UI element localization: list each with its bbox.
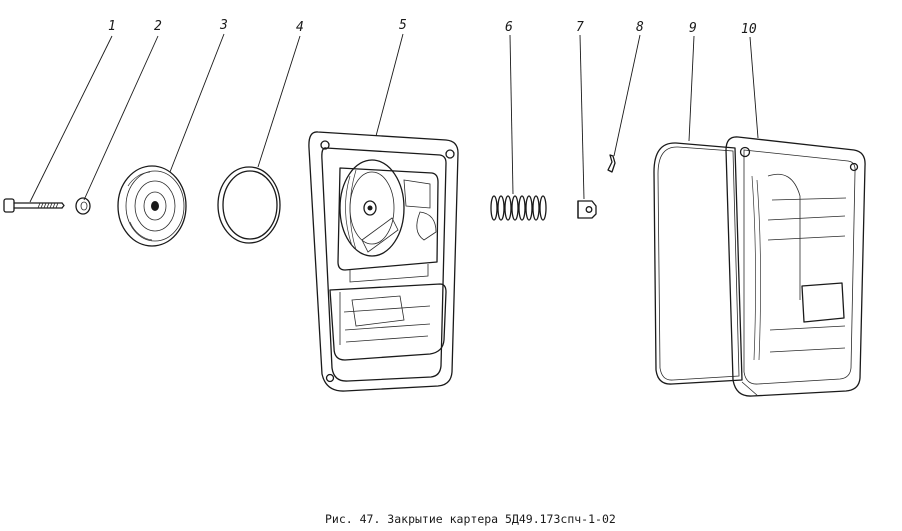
part-8-cotter-pin bbox=[607, 154, 616, 173]
callout-6: 6 bbox=[505, 20, 513, 35]
callout-leaders bbox=[29, 33, 759, 203]
callout-8: 8 bbox=[636, 20, 644, 35]
callout-1: 1 bbox=[108, 19, 116, 34]
callout-7: 7 bbox=[576, 20, 584, 35]
callout-4: 4 bbox=[296, 20, 304, 35]
callout-5: 5 bbox=[399, 18, 407, 33]
figure-caption: Рис. 47. Закрытие картера 5Д49.17Зспч-1-… bbox=[325, 512, 616, 526]
callout-3: 3 bbox=[219, 18, 228, 33]
part-5-housing bbox=[308, 131, 459, 392]
part-4-o-ring bbox=[217, 166, 281, 244]
part-3-disc-cover bbox=[117, 165, 187, 247]
part-7-nut bbox=[577, 200, 597, 219]
part-6-spring bbox=[490, 195, 547, 221]
callout-10: 10 bbox=[741, 22, 757, 37]
callout-2: 2 bbox=[154, 19, 162, 34]
callout-9: 9 bbox=[689, 21, 697, 36]
callout-labels: 1 2 3 4 5 6 7 8 9 10 bbox=[108, 18, 757, 37]
part-1-bolt bbox=[3, 198, 65, 213]
part-10-outer-cover bbox=[725, 136, 866, 397]
part-2-washer bbox=[75, 197, 91, 215]
part-9-gasket bbox=[653, 142, 743, 385]
